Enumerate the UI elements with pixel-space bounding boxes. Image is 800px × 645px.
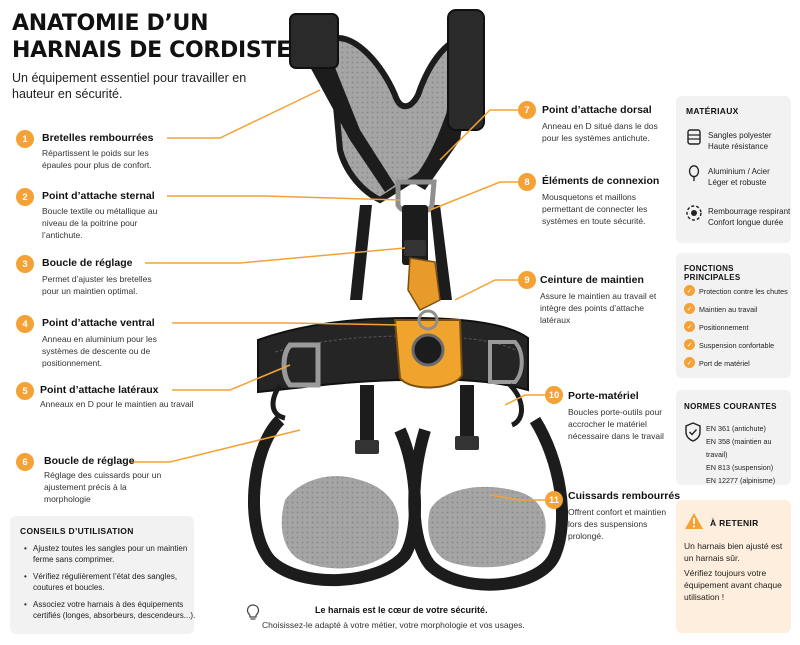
materials-heading: MATÉRIAUX <box>686 106 739 116</box>
footer-subline: Choisissez-le adapté à votre métier, vot… <box>262 620 525 630</box>
side-ring-right <box>488 340 524 384</box>
part-description: Anneau en D situé dans le dos pour les s… <box>542 121 658 143</box>
retain-heading: À RETENIR <box>710 518 759 528</box>
carabiner-icon <box>688 165 700 182</box>
tips-heading: CONSEILS D’UTILISATION <box>20 526 134 536</box>
part-description: Mousquetons et maillons permettant de co… <box>542 192 648 226</box>
part-title: Bretelles rembourrées <box>42 132 154 144</box>
part-description: Anneau en aluminium pour les systèmes de… <box>42 334 157 368</box>
part-number-badge: 6 <box>16 453 34 471</box>
part-number-badge: 7 <box>518 101 536 119</box>
part-number-badge: 10 <box>545 386 563 404</box>
part-title: Point d’attache dorsal <box>542 104 652 116</box>
part-description: Boucles porte-outils pour accrocher le m… <box>568 407 664 441</box>
padding-icon <box>686 205 702 221</box>
part-title: Boucle de réglage <box>42 257 133 269</box>
lightbulb-icon <box>246 604 260 620</box>
waist-belt <box>257 316 529 394</box>
part-number-badge: 11 <box>545 491 563 509</box>
list-item: Associez votre harnais à des équipements… <box>24 599 196 621</box>
shield-check-icon <box>685 422 701 442</box>
check-icon: ✓ <box>684 321 695 332</box>
part-description: Assure le maintien au travail et intègre… <box>540 291 657 325</box>
part-description: Permet d’ajuster les bretelles pour un m… <box>42 274 152 296</box>
left-shoulder-strap <box>298 30 395 192</box>
warning-icon <box>685 513 703 529</box>
part-description: Répartissent le poids sur les épaules po… <box>42 148 152 170</box>
list-item: Ajustez toutes les sangles pour un maint… <box>24 543 196 565</box>
part-title: Ceinture de maintien <box>540 274 644 286</box>
materials-card: MATÉRIAUX Sangles polyester Haute résist… <box>676 96 791 243</box>
page-title: ANATOMIE D’UN HARNAIS DE CORDISTE <box>12 11 291 63</box>
part-description: Offrent confort et maintien lors des sus… <box>568 507 667 541</box>
orange-connector <box>407 257 441 311</box>
part-title: Éléments de connexion <box>542 175 660 187</box>
tips-list: Ajustez toutes les sangles pour un maint… <box>24 543 196 627</box>
check-icon: ✓ <box>684 357 695 368</box>
list-item: Vérifiez régulièrement l’état des sangle… <box>24 571 196 593</box>
gear-loop <box>270 383 286 421</box>
part-number-badge: 9 <box>518 271 536 289</box>
part-number-badge: 1 <box>16 130 34 148</box>
functions-heading: FONCTIONS PRINCIPALES <box>684 264 741 282</box>
check-icon: ✓ <box>684 285 695 296</box>
right-leg-loop <box>408 416 569 591</box>
footer-headline: Le harnais est le cœur de votre sécurité… <box>315 605 488 615</box>
part-title: Boucle de réglage <box>44 455 135 467</box>
part-number-badge: 2 <box>16 188 34 206</box>
part-title: Point d’attache latéraux <box>40 384 159 396</box>
retain-card: À RETENIR Un harnais bien ajusté est un … <box>676 500 791 633</box>
part-description: Réglage des cuissards pour un ajustement… <box>44 470 162 504</box>
part-description: Anneaux en D pour le maintien au travail <box>40 399 194 409</box>
part-title: Point d’attache ventral <box>42 317 155 329</box>
part-title: Porte-matériel <box>568 390 639 402</box>
page-subtitle: Un équipement essentiel pour travailler … <box>12 71 247 101</box>
functions-card: FONCTIONS PRINCIPALES ✓ Protection contr… <box>676 253 791 378</box>
check-icon: ✓ <box>684 339 695 350</box>
part-title: Point d’attache sternal <box>42 190 155 202</box>
part-number-badge: 8 <box>518 173 536 191</box>
check-icon: ✓ <box>684 303 695 314</box>
norms-card: NORMES COURANTES EN 361 (antichute) EN 3… <box>676 390 791 485</box>
norms-heading: NORMES COURANTES <box>684 402 777 411</box>
part-description: Boucle textile ou métallique au niveau d… <box>42 206 158 240</box>
part-number-badge: 4 <box>16 315 34 333</box>
part-number-badge: 5 <box>16 382 34 400</box>
side-ring-left <box>281 342 321 388</box>
strap-icon <box>687 129 701 145</box>
part-title: Cuissards rembourrés <box>568 490 681 502</box>
part-number-badge: 3 <box>16 255 34 273</box>
